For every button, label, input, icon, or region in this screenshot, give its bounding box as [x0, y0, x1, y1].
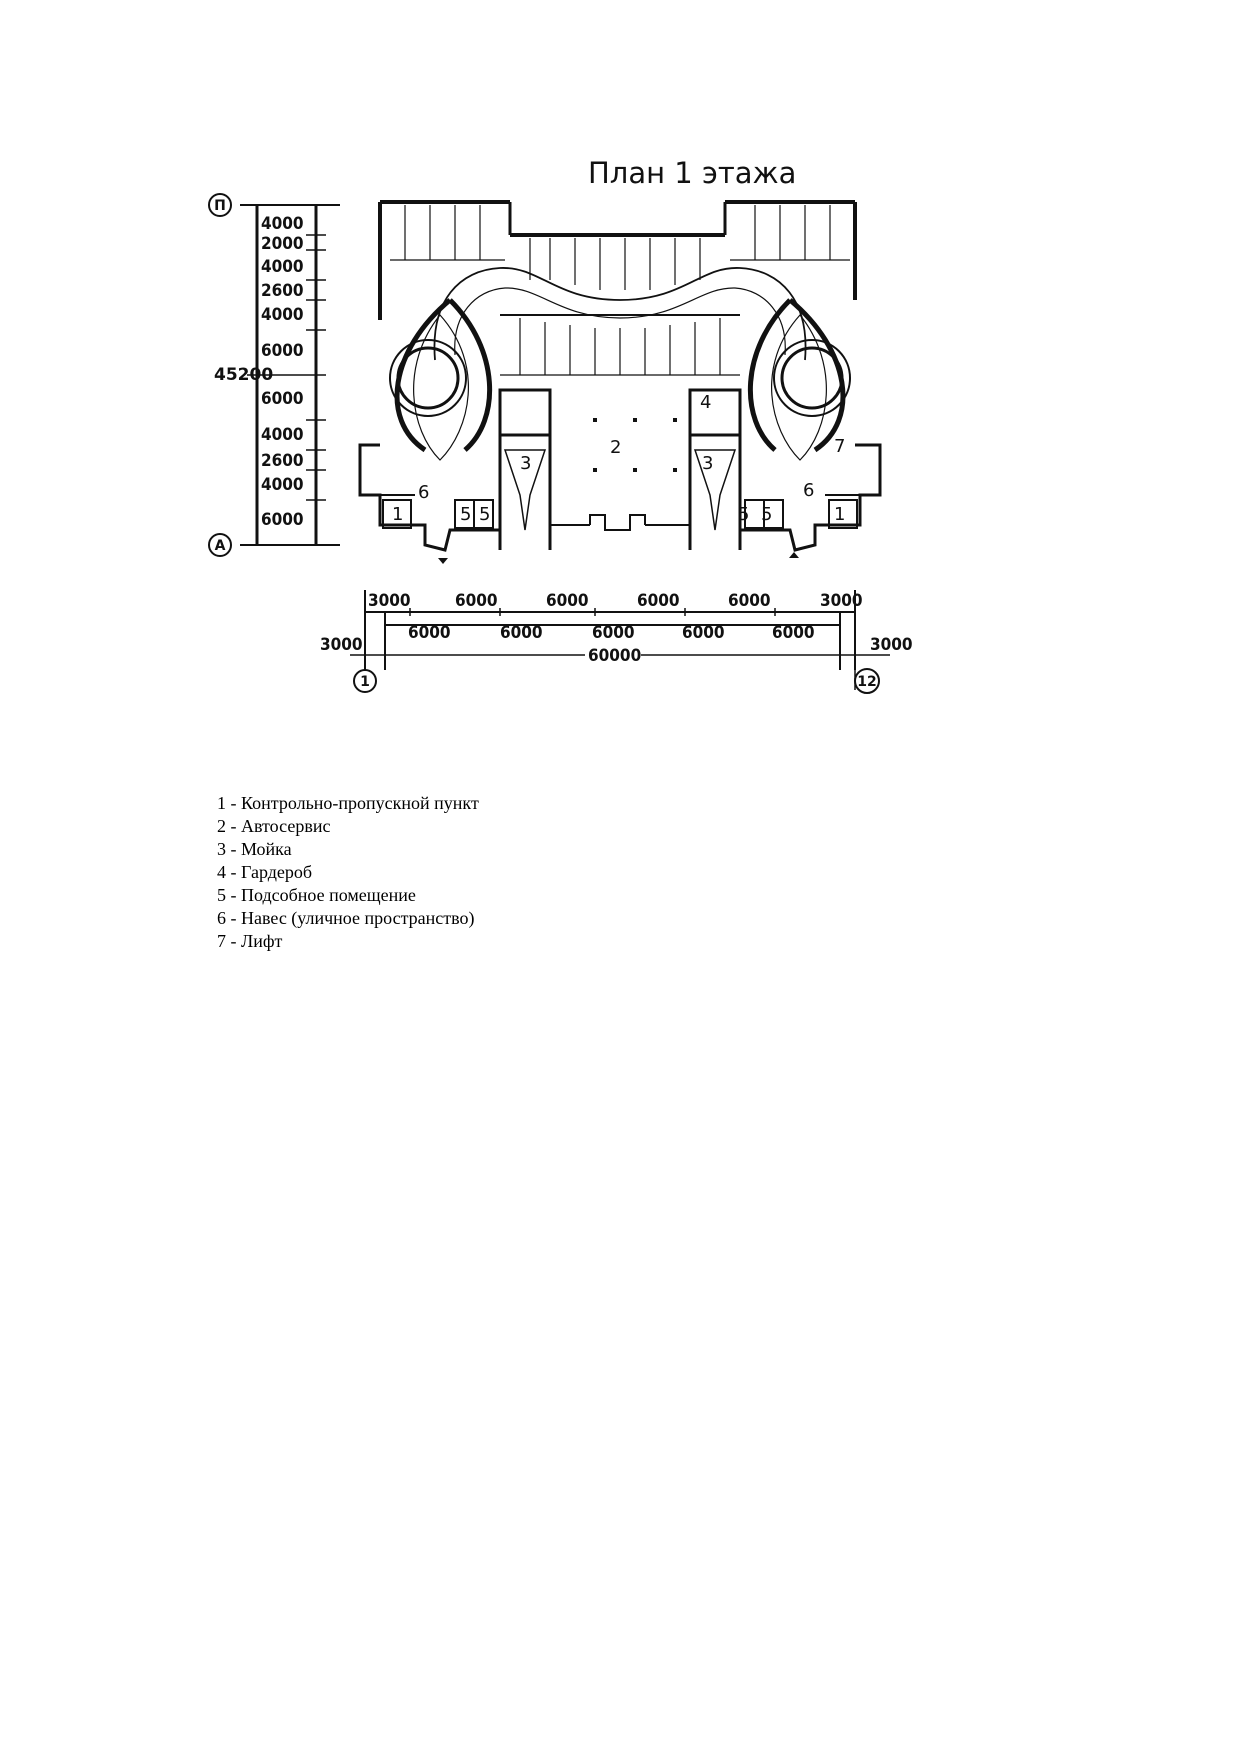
dim-left-2: 2000 [261, 234, 304, 254]
dim-bottom-lower-2: 6000 [500, 623, 543, 643]
room-label-left-6: 6 [418, 482, 429, 503]
dim-bottom-upper-1: 3000 [368, 591, 411, 611]
axis-marker-top-left: П [208, 193, 232, 217]
room-legend: 1 - Контрольно-пропускной пункт 2 - Авто… [217, 792, 917, 953]
dim-side-offset-left: 3000 [320, 635, 363, 655]
dim-left-9: 2600 [261, 451, 304, 471]
dim-left-8: 4000 [261, 425, 304, 445]
axis-marker-bottom-end: 12 [854, 668, 880, 694]
dim-bottom-upper-6: 3000 [820, 591, 863, 611]
axis-label-bottom-start: 1 [360, 674, 370, 690]
dim-bottom-lower-3: 6000 [592, 623, 635, 643]
room-label-right-4: 4 [700, 392, 711, 413]
building-outline [358, 200, 882, 564]
room-label-center-2: 2 [610, 437, 621, 458]
left-dimension-chain [240, 204, 340, 546]
left-dimension-labels: 4000 2000 4000 2600 4000 6000 6000 4000 … [214, 214, 304, 530]
axis-label-top-left: П [214, 198, 226, 214]
legend-item-4: 4 - Гардероб [217, 862, 313, 882]
dim-left-5: 4000 [261, 305, 304, 325]
room-label-left-3: 3 [520, 453, 531, 474]
legend-item-6: 6 - Навес (уличное пространство) [217, 908, 475, 928]
dim-bottom-lower-4: 6000 [682, 623, 725, 643]
dim-left-3: 4000 [261, 257, 304, 277]
bottom-dimension-labels: 3000 6000 6000 6000 6000 3000 6000 6000 … [320, 591, 913, 666]
dim-left-4: 2600 [261, 281, 304, 301]
dim-left-11: 6000 [261, 510, 304, 530]
room-label-left-1: 1 [392, 504, 403, 525]
dim-left-1: 4000 [261, 214, 304, 234]
legend-item-7: 7 - Лифт [217, 931, 283, 951]
dim-left-6: 6000 [261, 341, 304, 361]
plan-title: План 1 этажа [588, 156, 796, 190]
room-label-left-5a: 5 [460, 504, 471, 525]
dim-left-total: 45200 [214, 365, 273, 385]
room-label-right-3: 3 [702, 453, 713, 474]
room-label-right-7: 7 [834, 436, 845, 457]
dim-side-offset-right: 3000 [870, 635, 913, 655]
room-label-right-1: 1 [834, 504, 845, 525]
dim-bottom-upper-3: 6000 [546, 591, 589, 611]
axis-label-bottom-end: 12 [857, 674, 876, 690]
room-label-right-5b: 5 [761, 504, 772, 525]
legend-item-1: 1 - Контрольно-пропускной пункт [217, 793, 479, 813]
legend-item-3: 3 - Мойка [217, 839, 292, 859]
room-label-right-6: 6 [803, 480, 814, 501]
floor-plan: План 1 этажа 4000 2000 4000 2600 4000 60… [200, 150, 1080, 790]
room-label-right-5a: 5 [738, 504, 749, 525]
floor-plan-drawing: План 1 этажа 4000 2000 4000 2600 4000 60… [208, 156, 913, 694]
legend-item-5: 5 - Подсобное помещение [217, 885, 416, 905]
dim-left-10: 4000 [261, 475, 304, 495]
dim-bottom-total: 60000 [588, 646, 641, 666]
dim-bottom-upper-2: 6000 [455, 591, 498, 611]
dim-bottom-upper-5: 6000 [728, 591, 771, 611]
axis-marker-bottom-start: 1 [353, 669, 377, 693]
room-label-left-5b: 5 [479, 504, 490, 525]
dim-bottom-lower-1: 6000 [408, 623, 451, 643]
dim-bottom-upper-4: 6000 [637, 591, 680, 611]
legend-item-2: 2 - Автосервис [217, 816, 331, 836]
axis-label-bottom-left: А [215, 538, 226, 554]
dim-left-7: 6000 [261, 389, 304, 409]
dim-bottom-lower-5: 6000 [772, 623, 815, 643]
room-labels: 1 5 5 6 3 2 3 4 6 7 5 5 1 [392, 392, 845, 525]
axis-marker-bottom-left: А [208, 533, 232, 557]
